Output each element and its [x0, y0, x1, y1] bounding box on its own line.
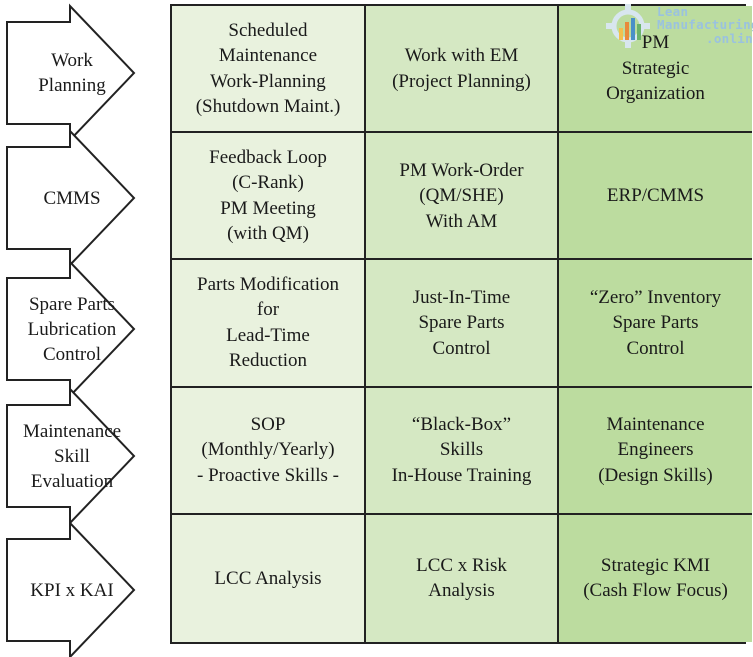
- matrix-cell: PM Work-Order (QM/SHE) With AM: [366, 133, 559, 261]
- arrow-spare-parts: [6, 259, 136, 399]
- row-label-cmms: CMMS: [43, 187, 101, 209]
- matrix-cell: LCC x Risk Analysis: [366, 514, 559, 642]
- watermark-line2: Manufacturing: [657, 17, 753, 32]
- maintenance-matrix: Scheduled Maintenance Work-Planning (Shu…: [170, 4, 752, 644]
- matrix-cell: SOP (Monthly/Yearly) - Proactive Skills …: [172, 387, 366, 515]
- watermark: Lean Manufacturing .online: [604, 2, 753, 48]
- row-label-work-planning: Work Planning: [38, 50, 106, 96]
- matrix-cell: “Black-Box” Skills In-House Training: [366, 387, 559, 515]
- row-arrows: [6, 3, 136, 657]
- watermark-line1: Lean: [657, 4, 689, 19]
- matrix-cell: “Zero” Inventory Spare Parts Control: [559, 260, 752, 388]
- arrow-cmms: [6, 128, 136, 268]
- gear-chart-icon: [606, 4, 650, 48]
- matrix-cell: Scheduled Maintenance Work-Planning (Shu…: [172, 6, 366, 134]
- matrix-cell: LCC Analysis: [172, 514, 366, 642]
- matrix-cell: Maintenance Engineers (Design Skills): [559, 387, 752, 515]
- matrix-cell: Feedback Loop (C-Rank) PM Meeting (with …: [172, 133, 366, 261]
- watermark-line3: .online: [706, 31, 753, 46]
- row-label-maintenance-skill: Maintenance Skill Evaluation: [22, 420, 122, 492]
- matrix-cell: Parts Modification for Lead-Time Reducti…: [172, 260, 366, 388]
- row-label-spare-parts: Spare Parts Lubrication Control: [27, 293, 117, 365]
- matrix-cell: PM Strategic Organization: [559, 6, 752, 134]
- matrix-cell: Work with EM (Project Planning): [366, 6, 559, 134]
- matrix-cell: ERP/CMMS: [559, 133, 752, 261]
- row-label-kpi-kai: KPI x KAI: [30, 579, 114, 601]
- arrow-maintenance-skill: [6, 386, 136, 526]
- matrix-cell: Strategic KMI (Cash Flow Focus): [559, 514, 752, 642]
- arrow-kpi-kai: [6, 520, 136, 657]
- watermark-text: Lean Manufacturing: [657, 5, 753, 31]
- matrix-cell: Just-In-Time Spare Parts Control: [366, 260, 559, 388]
- arrow-work-planning: [6, 3, 136, 143]
